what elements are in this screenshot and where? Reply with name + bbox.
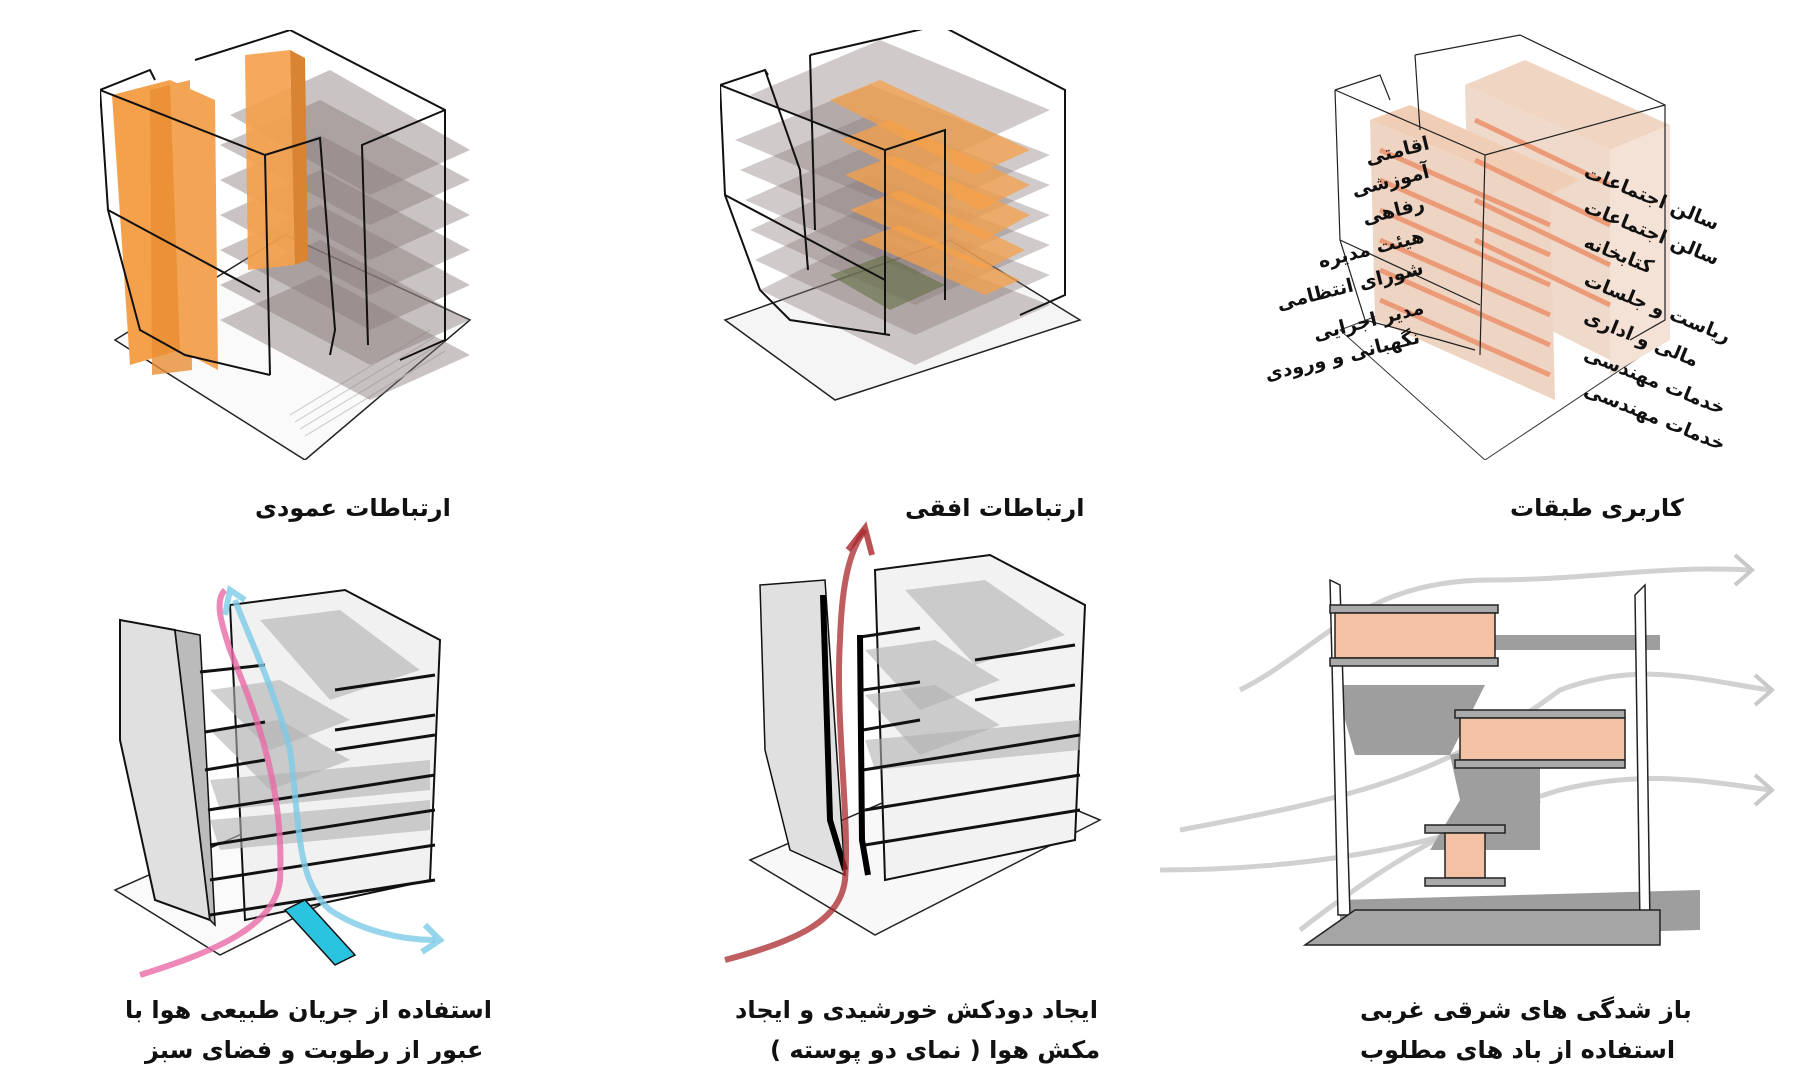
building-massing-vertical (100, 30, 472, 460)
building-solar-chimney (724, 521, 1102, 963)
building-section-wind (1159, 553, 1776, 946)
building-massing-usage (1334, 34, 1670, 460)
building-massing-horizontal (720, 30, 1082, 401)
diagram-floor-usage: اقامتی آموزشی رفاهی هیئت مدیره شورای انت… (1263, 30, 1800, 522)
diagram-vertical-circulation: ارتباطات عمودی (100, 30, 500, 522)
caption-solar-chimney-line2: مکش هوا ( نمای دو پوسته ) (770, 1036, 1101, 1064)
caption-natural-airflow-line1: استفاده از جریان طبیعی هوا با (125, 996, 492, 1024)
cool-air-path (232, 598, 436, 943)
caption-horizontal-circulation: ارتباطات افقی (905, 494, 1085, 522)
caption-east-west-openings-line2: استفاده از باد های مطلوب (1360, 1036, 1676, 1064)
diagram-east-west-openings: باز شدگی های شرقی غربی استفاده از باد ها… (1140, 540, 1800, 1080)
vertical-core (112, 50, 308, 375)
caption-vertical-circulation: ارتباطات عمودی (255, 494, 451, 522)
solar-chimney-airflow (724, 528, 868, 963)
caption-floor-usage: کاربری طبقات (1510, 494, 1684, 522)
diagram-horizontal-circulation: ارتباطات افقی (720, 30, 1120, 522)
green-space-strip (283, 899, 357, 966)
diagram-natural-airflow: استفاده از جریان طبیعی هوا با عبور از رط… (100, 580, 520, 1080)
caption-solar-chimney-line1: ایجاد دودکش خورشیدی و ایجاد (735, 996, 1098, 1024)
double-skin-outer (820, 594, 848, 871)
building-airflow (113, 585, 445, 978)
caption-natural-airflow-line2: عبور از رطوبت و فضای سبز (145, 1036, 484, 1064)
caption-east-west-openings-line1: باز شدگی های شرقی غربی (1360, 996, 1692, 1024)
warm-air-path (139, 587, 284, 978)
double-skin-inner (857, 634, 871, 876)
diagram-solar-chimney: ایجاد دودکش خورشیدی و ایجاد مکش هوا ( نم… (720, 520, 1140, 1080)
horizontal-corridor (830, 80, 1030, 295)
floor-volumes (1329, 604, 1626, 887)
